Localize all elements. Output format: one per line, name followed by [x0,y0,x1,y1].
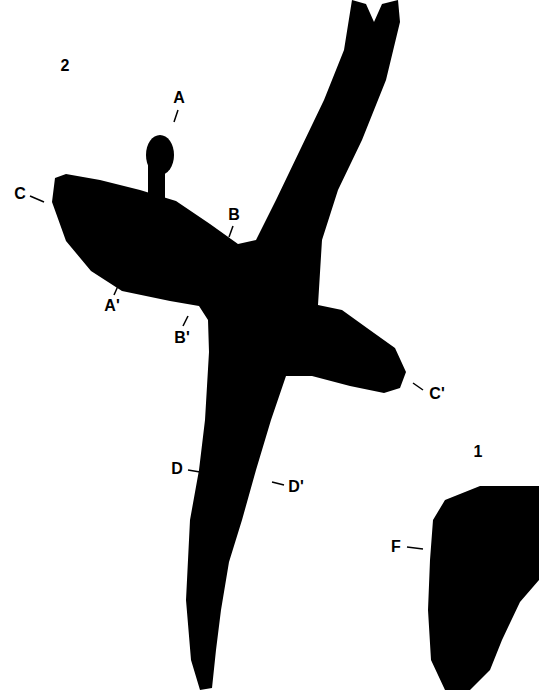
figure-number: 2 [61,58,70,74]
leader-line [407,547,423,549]
part-letter: C [14,186,26,202]
leader-lines [30,110,423,549]
part-letter: B' [174,330,189,346]
bud-stalk [148,160,165,210]
part-letter: D' [288,479,303,495]
part-letter: B [228,207,240,223]
branched-specimen [52,0,406,690]
part-letter: C' [429,386,444,402]
leader-line [30,196,44,202]
part-letter: D [171,461,183,477]
leader-line [229,226,233,237]
leader-line [272,482,284,485]
figure-number: 1 [474,444,483,460]
second-specimen [428,486,539,690]
leader-line [114,286,118,295]
part-letter: F [391,539,401,555]
part-letter: A' [104,298,119,314]
leader-line [174,110,178,122]
part-letter: A [173,90,185,106]
leader-line [413,383,423,390]
leader-line [183,316,188,326]
leader-line [188,470,200,472]
